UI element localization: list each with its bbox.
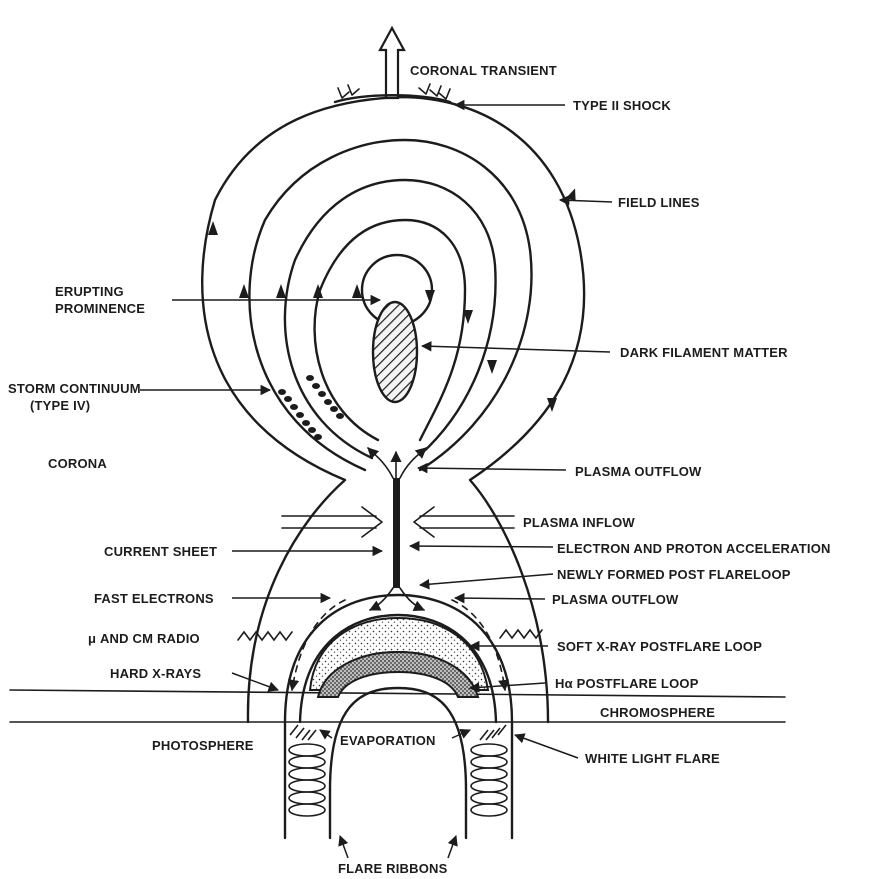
type-ii-shock-arc [333, 94, 452, 104]
right-flux-tube-coils [470, 743, 508, 817]
h-alpha-loop [316, 650, 480, 698]
label-corona: CORONA [48, 456, 107, 471]
surface-lines [9, 689, 786, 723]
label-plasma-outflow-top: PLASMA OUTFLOW [575, 464, 702, 479]
outer-field-line [201, 95, 586, 724]
label-h-alpha: Hα POSTFLARE LOOP [555, 676, 699, 691]
post-flare-loop-outer [283, 593, 514, 724]
label-storm-continuum: STORM CONTINUUM [8, 381, 141, 396]
label-pointers [140, 99, 613, 859]
label-flare-ribbons: FLARE RIBBONS [338, 861, 448, 876]
label-current-sheet: CURRENT SHEET [104, 544, 217, 559]
current-sheet-bar [393, 478, 400, 588]
label-erupting: ERUPTING [55, 284, 124, 299]
shock-arrows [337, 83, 451, 100]
dark-filament-ellipse [371, 300, 419, 404]
label-coronal-transient: CORONAL TRANSIENT [410, 63, 557, 78]
field-line-arrows [208, 188, 576, 412]
label-mu-cm-radio: μ AND CM RADIO [88, 631, 200, 646]
evaporation-loop [328, 686, 468, 840]
label-electron-proton: ELECTRON AND PROTON ACCELERATION [557, 541, 831, 556]
label-type-iv: (TYPE IV) [30, 398, 90, 413]
field-line-3 [283, 178, 497, 460]
plasma-inflow-arrows [281, 506, 515, 538]
post-flare-loop-mid [298, 613, 498, 724]
label-evaporation: EVAPORATION [340, 733, 436, 748]
label-photosphere: PHOTOSPHERE [152, 738, 254, 753]
plasma-outflow-lower [368, 587, 426, 612]
label-dark-filament: DARK FILAMENT MATTER [620, 345, 788, 360]
label-fast-electrons: FAST ELECTRONS [94, 591, 214, 606]
label-hard-xrays: HARD X-RAYS [110, 666, 201, 681]
coronal-transient-arrow [378, 25, 406, 100]
label-field-lines: FIELD LINES [618, 195, 700, 210]
storm-continuum-bursts [278, 375, 344, 440]
label-plasma-inflow: PLASMA INFLOW [523, 515, 635, 530]
field-line-2 [248, 138, 533, 472]
label-prominence: PROMINENCE [55, 301, 145, 316]
radio-squiggles [237, 628, 543, 642]
label-white-light: WHITE LIGHT FLARE [585, 751, 720, 766]
label-newly-formed: NEWLY FORMED POST FLARELOOP [557, 567, 791, 582]
plasma-outflow-upper [367, 447, 427, 479]
field-line-4 [313, 218, 467, 442]
label-plasma-outflow-bottom: PLASMA OUTFLOW [552, 592, 679, 607]
foot-hatching [289, 724, 507, 741]
label-chromosphere: CHROMOSPHERE [600, 705, 715, 720]
label-type-ii-shock: TYPE II SHOCK [573, 98, 671, 113]
label-soft-xray: SOFT X-RAY POSTFLARE LOOP [557, 639, 762, 654]
left-flux-tube-coils [288, 743, 326, 817]
